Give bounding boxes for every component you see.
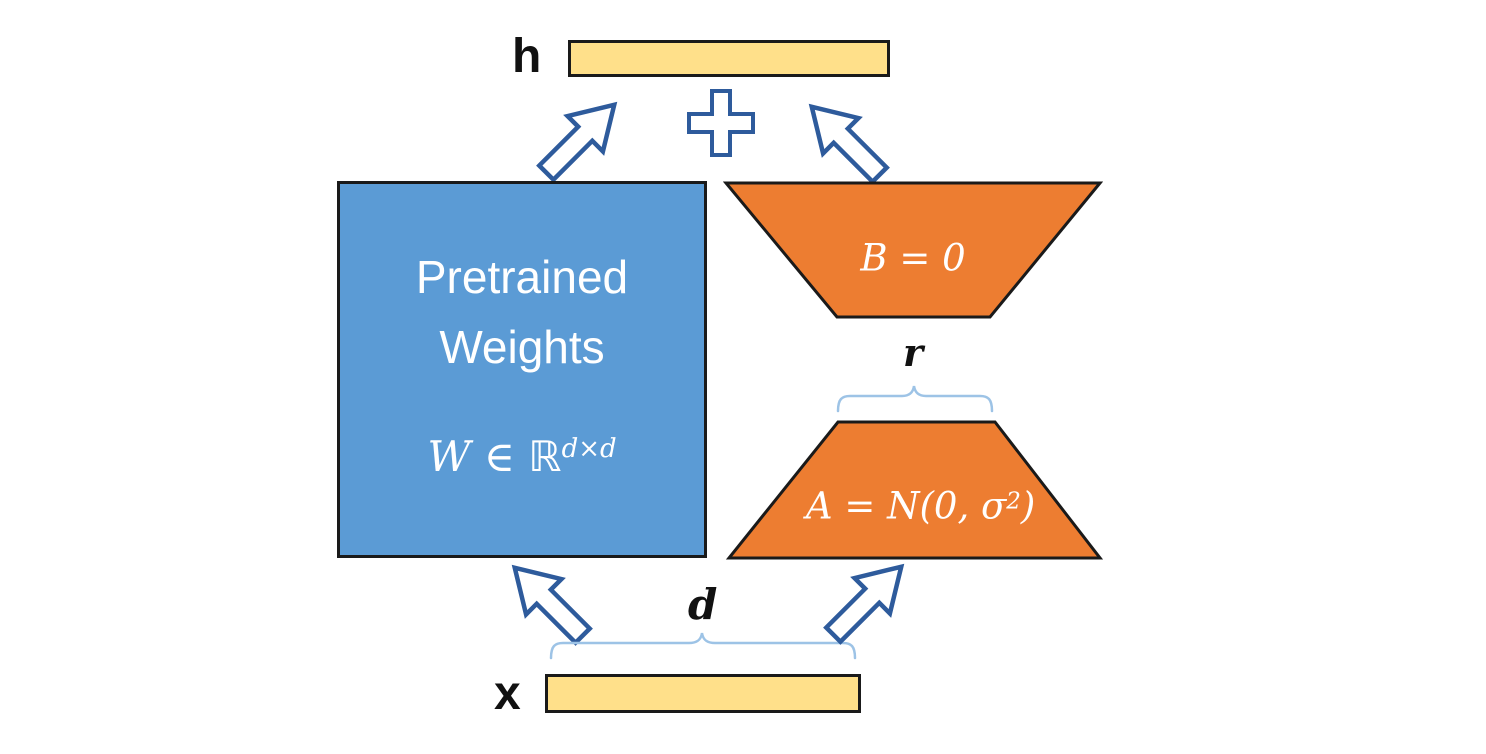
- arrow-x-to-w-icon: [490, 543, 606, 659]
- a-formula: A = N(0, σ2): [806, 485, 1035, 528]
- a-formula-args: (0, σ: [919, 484, 1007, 528]
- input-dim-brace-icon: [549, 630, 857, 660]
- w-formula-exponent: d×d: [561, 434, 617, 464]
- pretrained-title-line1: Pretrained: [415, 251, 629, 303]
- rank-label: r: [903, 330, 924, 375]
- b-matrix-trapezoid: B = 0: [722, 180, 1104, 320]
- a-formula-close: ): [1020, 484, 1036, 528]
- output-vector: [568, 40, 890, 77]
- b-formula: B = 0: [860, 236, 966, 280]
- input-dim-label: d: [688, 580, 718, 629]
- a-formula-prefix: A =: [805, 484, 888, 528]
- plus-icon: [686, 88, 756, 158]
- pretrained-title-line2: Weights: [439, 321, 605, 373]
- arrow-b-to-h-icon: [787, 82, 903, 198]
- w-formula: W ∈ ℝd×d: [427, 432, 616, 482]
- arrow-x-to-a-icon: [810, 542, 926, 658]
- w-formula-base: W ∈ ℝ: [427, 432, 562, 481]
- a-matrix-trapezoid: A = N(0, σ2): [723, 419, 1104, 561]
- pretrained-weights-box: Pretrained Weights W ∈ ℝd×d: [337, 181, 707, 558]
- output-vector-label: h: [512, 30, 542, 83]
- normal-distribution-symbol: N: [887, 484, 920, 528]
- pretrained-title: Pretrained Weights: [416, 242, 628, 382]
- rank-brace-icon: [836, 383, 994, 413]
- arrow-w-to-h-icon: [523, 80, 639, 196]
- input-vector-label: x: [494, 667, 521, 720]
- input-vector: [545, 674, 861, 713]
- a-formula-exponent: 2: [1006, 488, 1021, 515]
